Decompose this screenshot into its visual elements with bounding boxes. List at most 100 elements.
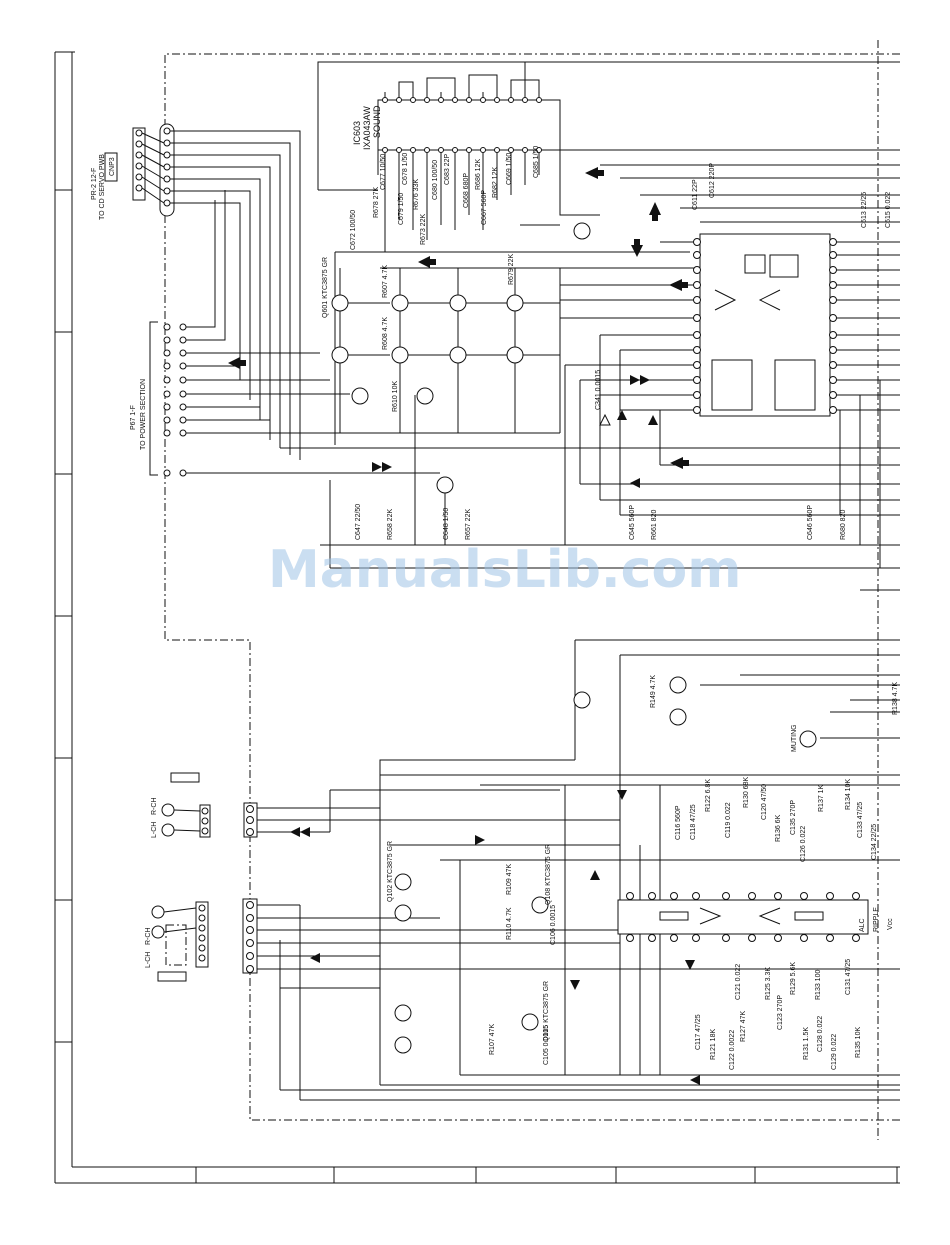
component-label: C613 22/25 xyxy=(861,192,868,228)
component-label: C648 1/50 xyxy=(443,508,450,540)
rch2-label: R-CH xyxy=(145,928,152,946)
ic603-top-pins xyxy=(382,62,542,103)
component-label: C119 0.022 xyxy=(725,802,732,838)
component-label: R107 47K xyxy=(489,1024,496,1055)
q601-label: Q601 KTC3875 GR xyxy=(322,257,329,318)
q105-label: Q105 KTC3875 GR xyxy=(543,981,550,1042)
component-label: C133 47/25 xyxy=(857,802,864,838)
component-label: C669 1/50 xyxy=(506,153,513,185)
component-label: R149 4.7K xyxy=(650,675,657,708)
watermark: ManualsLib.com xyxy=(268,540,741,600)
component-label: C611 22P xyxy=(692,179,699,210)
ic-right-large xyxy=(693,233,837,417)
component-label: R682 12K xyxy=(492,167,499,198)
component-label: C612 220P xyxy=(709,163,716,198)
component-label: C131 47/25 xyxy=(845,959,852,995)
lch-label: L-CH xyxy=(151,822,158,838)
component-label: R679 22K xyxy=(508,254,515,285)
component-label: R610 10K xyxy=(392,381,399,412)
component-label: R135 10K xyxy=(855,1027,862,1058)
component-label: C667 560P xyxy=(481,190,488,225)
alc-label: ALC xyxy=(859,918,866,932)
transistor-array-upper: Q601 KTC3875 GR xyxy=(320,222,591,494)
component-label: R122 6.8K xyxy=(705,779,712,812)
component-label: C685 1/50 xyxy=(533,146,540,178)
component-label: C123 270P xyxy=(777,995,784,1030)
ic-lower-alc: ALC RIPPLE Vcc xyxy=(617,892,894,942)
component-label: R110 4.7K xyxy=(506,907,513,940)
ic603-bottom-pins xyxy=(382,147,542,252)
component-label: C120 47/50 xyxy=(761,784,768,820)
wiring-top xyxy=(280,61,900,591)
component-label: C341 0.0015 xyxy=(595,370,602,410)
component-label: R661 820 xyxy=(651,510,658,540)
ripple-label: RIPPLE xyxy=(873,907,880,932)
mid-component-labels: C647 22/50 R658 22K C648 1/50 R657 22K C… xyxy=(355,504,847,708)
component-label: R136 6K xyxy=(775,814,782,842)
component-label: C645 560P xyxy=(629,505,636,540)
component-label: R129 5.6K xyxy=(790,962,797,995)
component-label: R680 820 xyxy=(840,510,847,540)
component-label: R607 4.7K xyxy=(382,265,389,298)
component-label: R133 100 xyxy=(815,970,822,1000)
transistors-lower: MUTING Q102 KTC3875 GR Q108 KTC3875 GR Q… xyxy=(387,676,817,1054)
component-label: R109 47K xyxy=(506,864,513,895)
component-label: R121 18K xyxy=(710,1029,717,1060)
q108-label: Q108 KTC3875 GR xyxy=(545,844,552,905)
component-label: R137 1K xyxy=(818,784,825,812)
component-label: C683 22P xyxy=(444,154,451,185)
component-label: C121 0.022 xyxy=(735,964,742,1000)
power-to: TO POWER SECTION xyxy=(140,379,147,450)
component-label: C679 1/50 xyxy=(398,193,405,225)
component-label: C126 0.022 xyxy=(800,826,807,862)
component-label: C105 0.0015 xyxy=(543,1025,550,1065)
ic603-sound: IC603 IXA043AW SOUND xyxy=(352,62,561,252)
power-ref: P67 1-F xyxy=(130,405,137,430)
component-label: R134 10K xyxy=(845,779,852,810)
component-label: C647 22/50 xyxy=(355,504,362,540)
component-label: R686 12K xyxy=(475,159,482,190)
input-jacks: R-CH L-CH R-CH L-CH xyxy=(145,772,258,982)
component-label: R608 4.7K xyxy=(382,317,389,350)
component-label: C672 100/50 xyxy=(350,210,357,250)
q102-label: Q102 KTC3875 GR xyxy=(387,841,394,902)
upper-component-labels: C672 100/50 R678 27K C677 10/50 C678 1/5… xyxy=(350,146,892,412)
cd-servo-connector: PR-2 12-F TO CD SERVO PWB CNP3 xyxy=(91,123,301,460)
power-connector: P67 1-F TO POWER SECTION xyxy=(130,190,440,477)
component-label: R138 4.7K xyxy=(892,682,899,715)
component-label: C129 0.022 xyxy=(831,1034,838,1070)
ic603-part: IXA043AW xyxy=(362,106,372,150)
component-label: C646 560P xyxy=(807,505,814,540)
component-label: C118 47/25 xyxy=(690,804,697,840)
component-label: C134 22/25 xyxy=(871,824,878,860)
component-label: C122 0.0022 xyxy=(729,1030,736,1070)
lch2-label: L-CH xyxy=(145,952,152,968)
component-label: C668 680P xyxy=(463,173,470,208)
component-label: C615 0.022 xyxy=(885,192,892,228)
component-label: C680 100/50 xyxy=(432,160,439,200)
component-label: R127 47K xyxy=(740,1011,747,1042)
component-label: C117 47/25 xyxy=(695,1014,702,1050)
cd-servo-to: TO CD SERVO PWB xyxy=(99,154,106,220)
component-label: C106 0.0015 xyxy=(550,905,557,945)
cd-servo-tag: CNP3 xyxy=(109,157,116,176)
component-label: R673 22K xyxy=(420,214,427,245)
component-label: R658 22K xyxy=(387,509,394,540)
component-label: C135 270P xyxy=(790,800,797,835)
rch-label: R-CH xyxy=(151,798,158,816)
vcc-label: Vcc xyxy=(887,918,894,930)
lower-component-labels: C116 560P C118 47/25 R122 6.8K C119 0.02… xyxy=(489,682,899,1070)
component-label: C677 10/50 xyxy=(380,154,387,190)
page-frame xyxy=(54,51,900,1184)
cd-servo-ref: PR-2 12-F xyxy=(91,168,98,200)
component-label: R657 22K xyxy=(465,509,472,540)
component-label: R676 33K xyxy=(413,179,420,210)
component-label: R125 3.3K xyxy=(765,967,772,1000)
component-label: C678 1/50 xyxy=(402,153,409,185)
component-label: R678 27K xyxy=(373,187,380,218)
component-label: C116 560P xyxy=(675,805,682,840)
signal-arrows xyxy=(228,167,700,1085)
component-label: R131 1.5K xyxy=(803,1027,810,1060)
component-label: R130 68K xyxy=(743,777,750,808)
